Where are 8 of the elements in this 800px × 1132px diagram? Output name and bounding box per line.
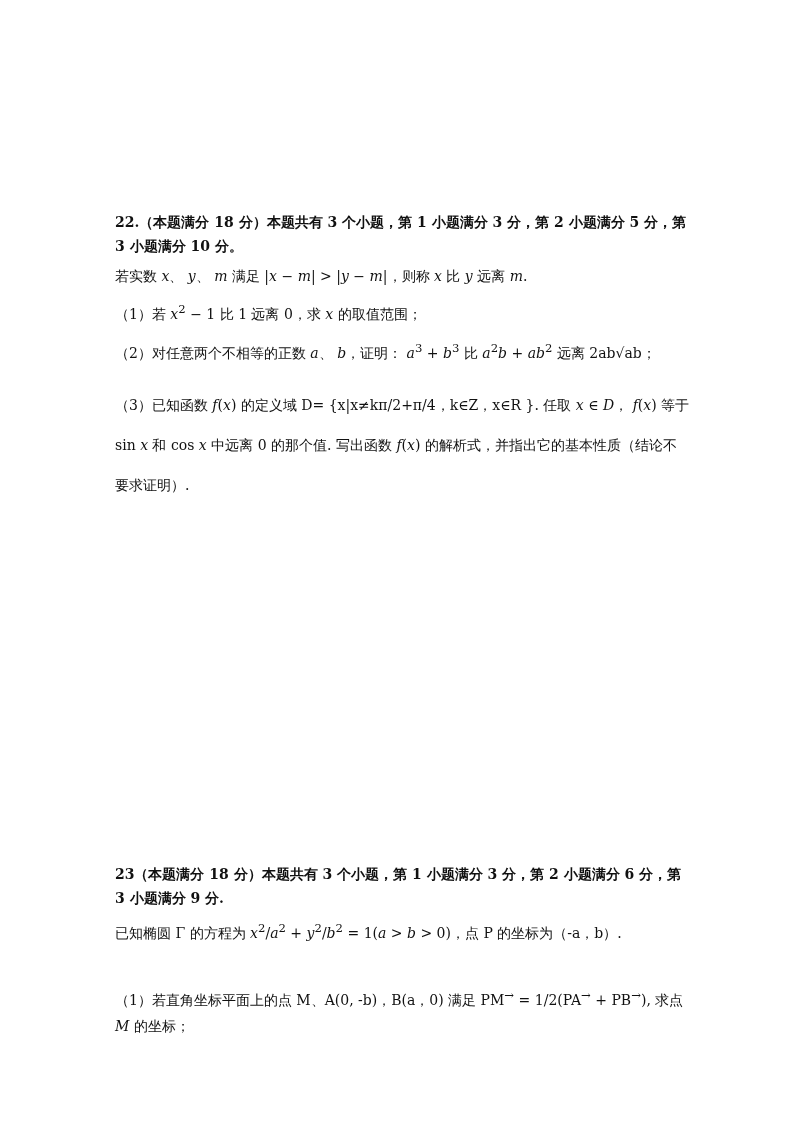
question-text: （1）若 x$^{2}$ − 1 比 1 远离 0，求 x 的取值范围； (115, 301, 423, 324)
question-text: （1）若直角坐标平面上的点 M、A(0, -b)，B(a，0) 满足 PM$^{→}$ = 1/2(PA$^{→}$ + PB$^{→}$), 求点 M 的坐标； (115, 987, 685, 1036)
question-heading: 22.（本题满分 18 分）本题共有 3 个小题，第 1 小题满分 3 分，第 2 小题满分 5 分，第 3 小题满分 10 分。 (115, 213, 688, 256)
question-heading: 23（本题满分 18 分）本题共有 3 个小题，第 1 小题满分 3 分，第 2 小题满分 6 分，第 3 小题满分 9 分. (115, 865, 683, 908)
question-text: 若实数 x、 y、 m 满足 |x − m| > |y − m|，则称 x 比 y 远离 m. (115, 267, 529, 287)
question-text: （3）已知函数 f(x) 的定义域 D= {x|x≠kπ/2+π/4，k∈Z，x∈R }. 任取 x∈ D， f(x) 等于 sin x 和 cos x 中远离 0 的那个值. 写出函数 f(x) 的解析式，并指出它的基本性质（结论不要求证明）. (115, 396, 690, 495)
question-text: （2）对任意两个不相等的正数 a、 b，证明： a$^{3}$ + b$^{3}$ 比 a$^{2}$b + ab$^{2}$ 远离 2ab√ab； (115, 340, 657, 363)
question-text: 已知椭圆 Γ 的方程为 x$^{2}$/a$^{2}$ + y$^{2}$/b$^{2}$ = 1(a > b > 0)，点 P 的坐标为（-a，b）. (115, 920, 623, 943)
